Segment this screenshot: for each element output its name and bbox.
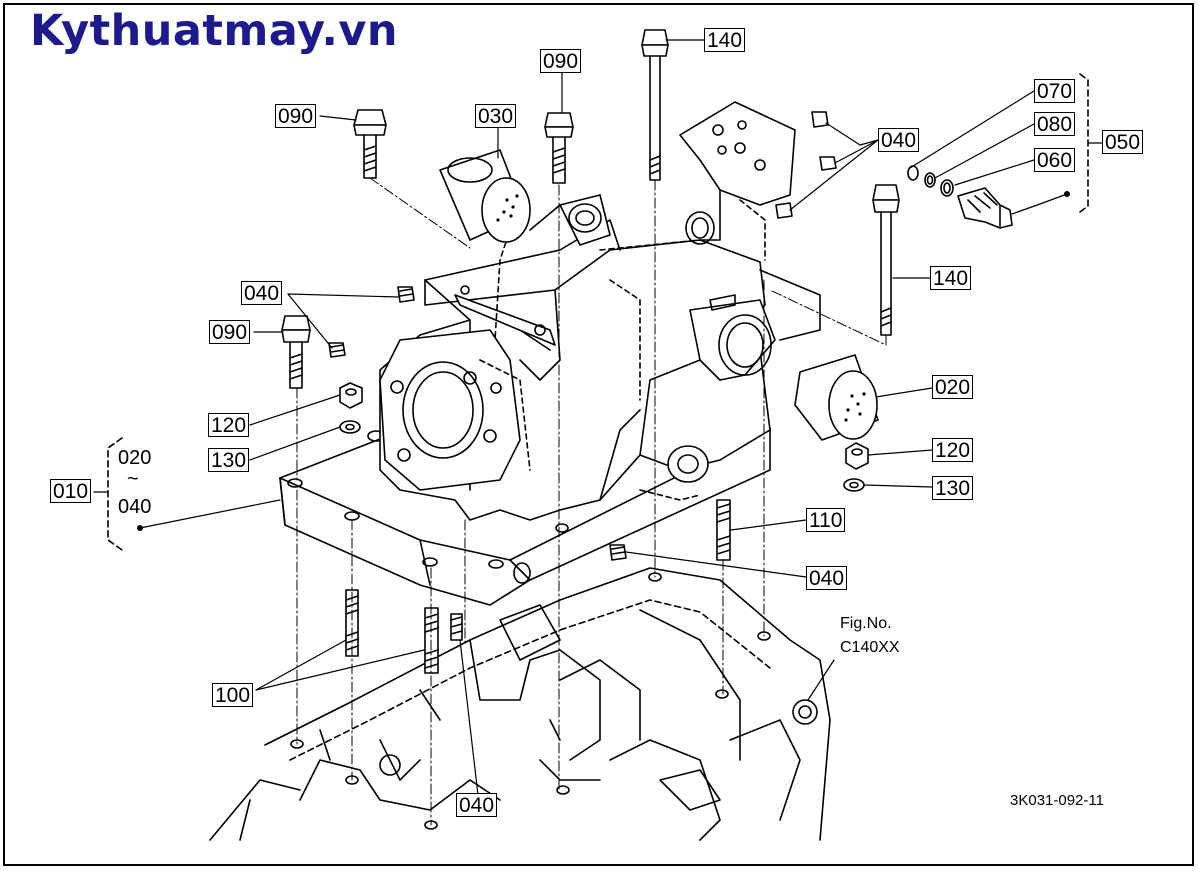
figure-number-code[interactable]: C140XX: [840, 639, 900, 656]
group-range-tilde: ~: [127, 468, 139, 490]
part-label-010[interactable]: 010: [50, 479, 92, 503]
sleeve-030: [439, 149, 531, 243]
part-label-090-mid[interactable]: 090: [540, 49, 582, 73]
part-label-140-top[interactable]: 140: [704, 28, 746, 52]
part-label-050[interactable]: 050: [1102, 130, 1144, 154]
long-bolt-140-top: [641, 29, 669, 181]
bracket-ticks: [93, 142, 1103, 493]
part-label-020[interactable]: 020: [932, 375, 974, 399]
bolt-090-left: [353, 109, 387, 179]
part-label-090-left[interactable]: 090: [275, 104, 317, 128]
part-label-140-right[interactable]: 140: [930, 266, 972, 290]
part-label-060[interactable]: 060: [1034, 148, 1076, 172]
group-range-end: 040: [118, 496, 152, 518]
part-label-120-left[interactable]: 120: [208, 413, 250, 437]
bolt-090-lower: [281, 315, 311, 389]
relief-valve-assembly: [907, 165, 1013, 229]
hydraulic-housing: [379, 101, 821, 521]
part-label-040-bottom[interactable]: 040: [456, 793, 498, 817]
case-bolt-holes: [290, 572, 771, 830]
part-label-070[interactable]: 070: [1034, 79, 1076, 103]
bolt-090-mid: [544, 112, 574, 184]
part-label-080[interactable]: 080: [1034, 112, 1076, 136]
part-label-030[interactable]: 030: [475, 104, 517, 128]
part-label-040-left[interactable]: 040: [241, 281, 283, 305]
sleeve-020: [794, 354, 879, 441]
group-range-start: 020: [118, 447, 152, 469]
leader-dots: [137, 191, 1070, 531]
part-label-090-lower[interactable]: 090: [209, 320, 251, 344]
part-label-110[interactable]: 110: [806, 508, 846, 532]
part-label-130-right[interactable]: 130: [932, 476, 974, 500]
leader-lines: [139, 39, 1068, 796]
part-label-100[interactable]: 100: [212, 683, 254, 707]
studs-100: [345, 589, 463, 674]
figure-number-label: Fig.No.: [840, 615, 892, 632]
transmission-case: [209, 567, 831, 841]
plugs-040: [328, 111, 837, 561]
part-label-130-left[interactable]: 130: [208, 448, 250, 472]
stud-110: [716, 499, 731, 561]
long-bolt-140-right: [872, 184, 900, 336]
assembly-centerlines: [296, 177, 887, 826]
drawing-code: 3K031-092-11: [1010, 792, 1104, 809]
diagram-frame: [3, 3, 1194, 866]
part-label-120-right[interactable]: 120: [932, 438, 974, 462]
site-title[interactable]: Kythuatmay.vn: [30, 6, 399, 56]
part-label-040-right[interactable]: 040: [878, 128, 920, 152]
part-label-040-center[interactable]: 040: [806, 566, 848, 590]
